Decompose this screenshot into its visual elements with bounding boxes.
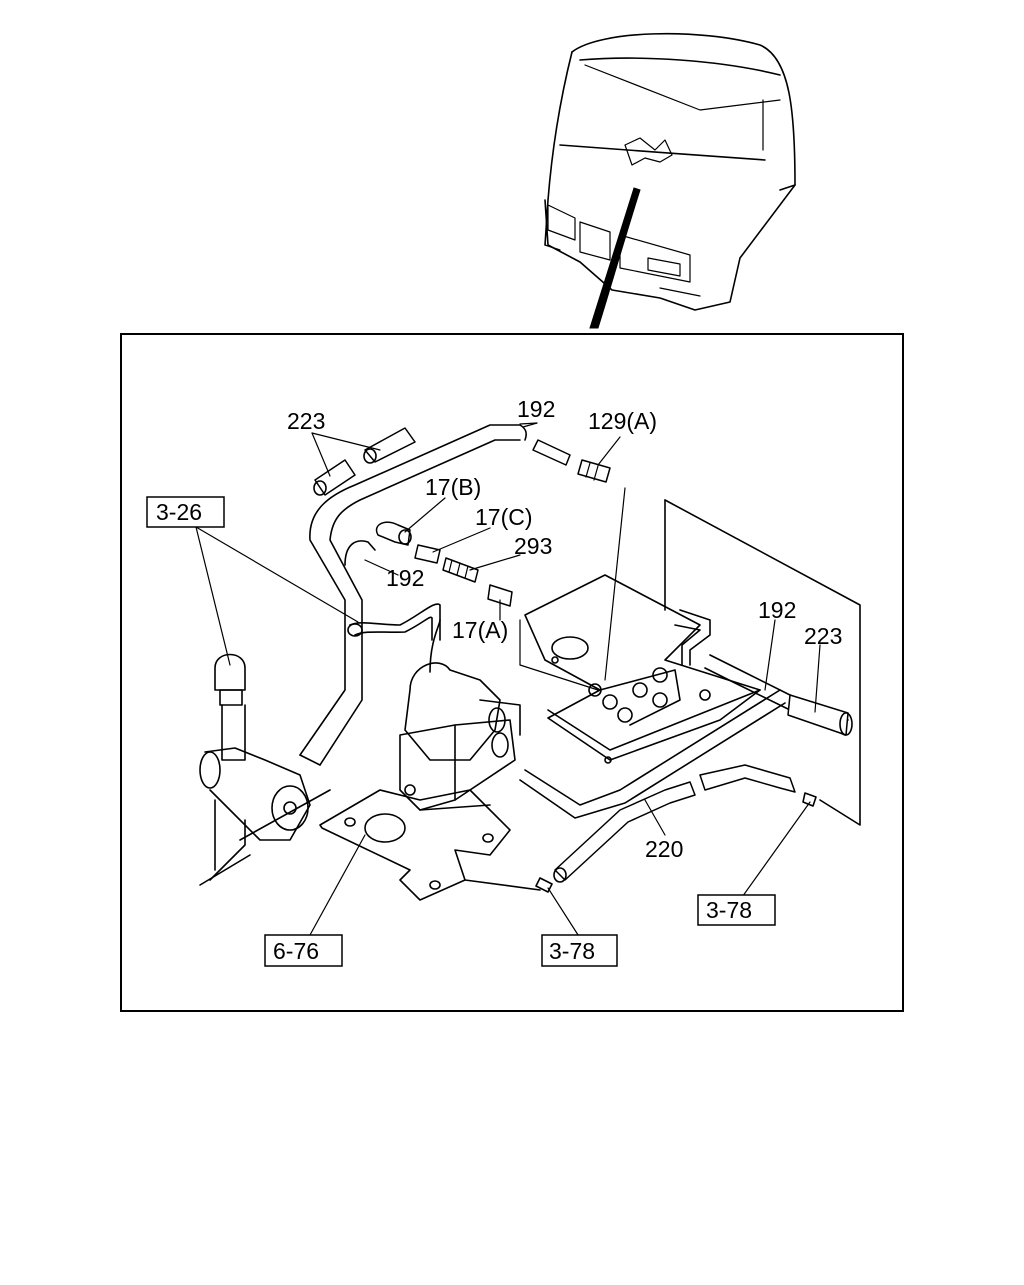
connector-cluster xyxy=(588,667,711,726)
pump-assembly xyxy=(199,653,331,886)
callout-220: 220 xyxy=(645,836,683,862)
valve-block xyxy=(399,619,521,811)
callout-223-right: 223 xyxy=(804,623,842,649)
callout-192-mid: 192 xyxy=(386,565,424,591)
truck-cab-overview xyxy=(544,32,796,329)
callout-labels: 192 223 129(A) 17(B) 17(C) 293 192 17(A)… xyxy=(287,396,842,862)
svg-text:3-78: 3-78 xyxy=(706,897,752,923)
svg-text:6-76: 6-76 xyxy=(273,938,319,964)
side-panel-outline xyxy=(664,499,861,826)
svg-text:3-26: 3-26 xyxy=(156,499,202,525)
callout-17C: 17(C) xyxy=(475,504,533,530)
hoses xyxy=(299,424,853,893)
leader-lines xyxy=(195,422,821,939)
ref-box-3-78-center[interactable]: 3-78 xyxy=(541,934,618,967)
callout-17B: 17(B) xyxy=(425,474,481,500)
ref-box-6-76[interactable]: 6-76 xyxy=(264,934,343,967)
mounting-plate xyxy=(524,574,761,764)
callout-192-top: 192 xyxy=(517,396,555,422)
callout-223-left: 223 xyxy=(287,408,325,434)
svg-text:3-78: 3-78 xyxy=(549,938,595,964)
support-bracket xyxy=(319,789,541,901)
callout-129A: 129(A) xyxy=(588,408,657,434)
ref-box-3-78-right[interactable]: 3-78 xyxy=(697,894,776,926)
detail-frame xyxy=(120,333,904,1012)
callout-17A: 17(A) xyxy=(452,617,508,643)
ref-box-3-26[interactable]: 3-26 xyxy=(146,496,225,528)
reference-boxes: 3-26 6-76 3-78 3-78 xyxy=(146,496,776,967)
callout-293: 293 xyxy=(514,533,552,559)
callout-192-right: 192 xyxy=(758,597,796,623)
